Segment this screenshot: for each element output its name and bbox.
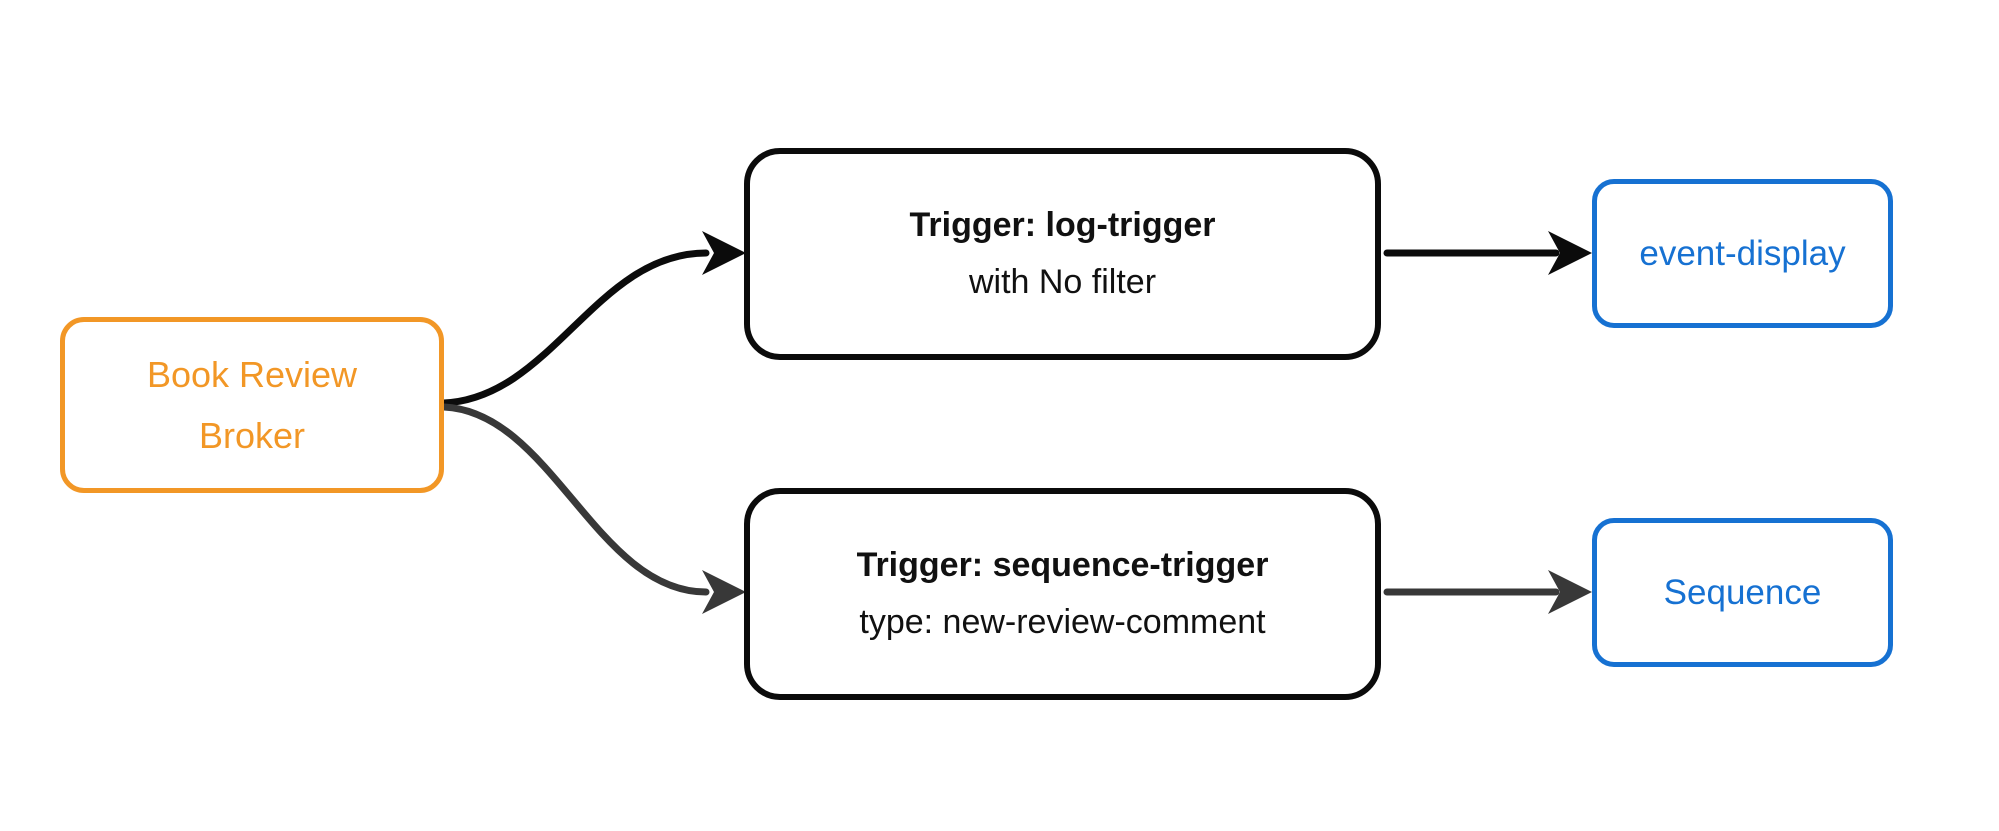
node-sequence: Sequence <box>1592 518 1893 667</box>
node-trigger-log: Trigger: log-trigger with No filter <box>744 148 1381 360</box>
trigger-log-title: Trigger: log-trigger <box>909 206 1216 244</box>
edge-broker-to-log-trigger <box>440 249 710 407</box>
edge-broker-to-sequence-trigger <box>440 403 710 596</box>
event-display-label: event-display <box>1639 233 1846 273</box>
broker-label-line1: Book Review <box>146 354 358 395</box>
node-event-display: event-display <box>1592 179 1893 328</box>
trigger-sequence-title: Trigger: sequence-trigger <box>856 546 1269 584</box>
arrowhead-sequence-icon <box>1548 570 1592 614</box>
arrowhead-event-display-icon <box>1548 231 1592 275</box>
broker-label-line2: Broker <box>198 415 306 456</box>
arrowhead-sequence-trigger-icon <box>702 570 746 614</box>
trigger-log-subtitle: with No filter <box>968 263 1157 301</box>
arrowhead-log-trigger-icon <box>702 231 746 275</box>
sequence-label: Sequence <box>1663 572 1822 612</box>
node-book-review-broker: Book Review Broker <box>60 317 444 493</box>
node-trigger-sequence: Trigger: sequence-trigger type: new-revi… <box>744 488 1381 700</box>
trigger-sequence-subtitle: type: new-review-comment <box>859 603 1266 641</box>
